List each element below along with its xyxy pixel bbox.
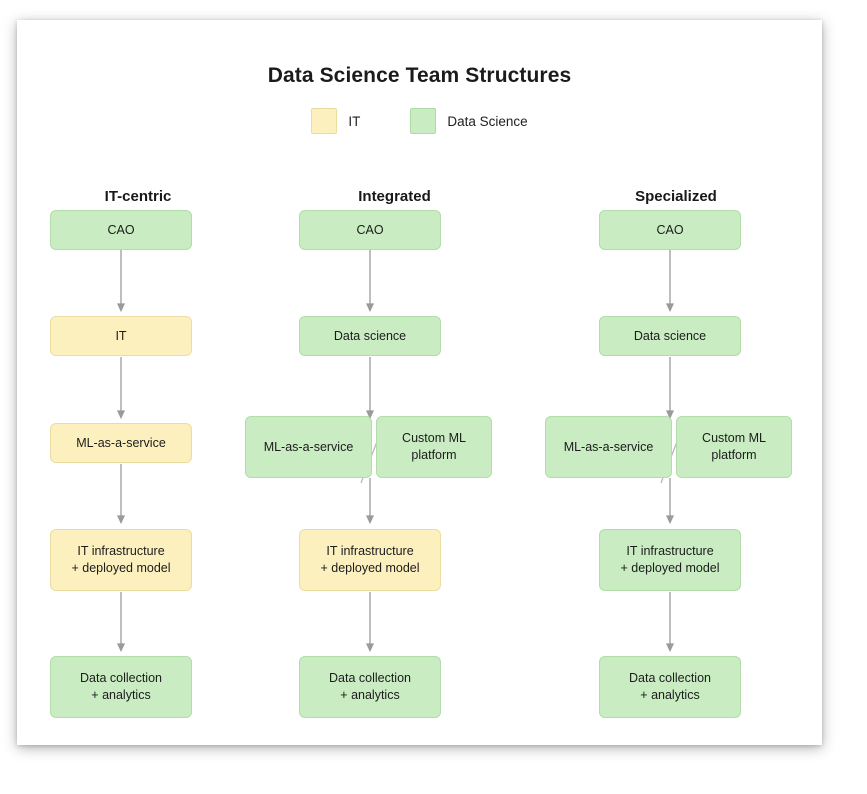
diagram-card: Data Science Team Structures IT Data Sci… (17, 20, 822, 745)
diagram-canvas: Data Science Team Structures IT Data Sci… (17, 20, 822, 745)
node-ml-as-a-service-it-centric[interactable]: ML-as-a-service (50, 423, 192, 463)
node-it-infrastructure-it-centric[interactable]: IT infrastructure+ deployed model (50, 529, 192, 591)
node-ml-as-a-service-specialized[interactable]: ML-as-a-service (545, 416, 672, 478)
page-title: Data Science Team Structures (267, 64, 572, 87)
legend-item-it: IT (311, 108, 360, 134)
legend-item-data-science: Data Science (410, 108, 528, 134)
node-it-it-centric[interactable]: IT (50, 316, 192, 356)
node-cao-integrated[interactable]: CAO (299, 210, 441, 250)
column-header-specialized: Specialized (635, 188, 717, 205)
legend-swatch-it-icon (311, 108, 338, 134)
node-it-infrastructure-specialized[interactable]: IT infrastructure+ deployed model (599, 529, 741, 591)
column-header-integrated: Integrated (358, 188, 431, 205)
column-header-it-centric: IT-centric (104, 188, 172, 205)
node-data-collection-it-centric[interactable]: Data collection+ analytics (50, 656, 192, 718)
node-it-infrastructure-integrated[interactable]: IT infrastructure+ deployed model (299, 529, 441, 591)
legend-swatch-data-science-icon (410, 108, 437, 134)
node-data-science-specialized[interactable]: Data science (599, 316, 741, 356)
node-ml-as-a-service-integrated[interactable]: ML-as-a-service (245, 416, 372, 478)
node-data-collection-specialized[interactable]: Data collection+ analytics (599, 656, 741, 718)
node-data-collection-integrated[interactable]: Data collection+ analytics (299, 656, 441, 718)
node-data-science-integrated[interactable]: Data science (299, 316, 441, 356)
legend: IT Data Science (17, 108, 822, 134)
node-cao-it-centric[interactable]: CAO (50, 210, 192, 250)
node-cao-specialized[interactable]: CAO (599, 210, 741, 250)
legend-label-it: IT (348, 113, 361, 129)
legend-label-data-science: Data Science (447, 113, 528, 129)
